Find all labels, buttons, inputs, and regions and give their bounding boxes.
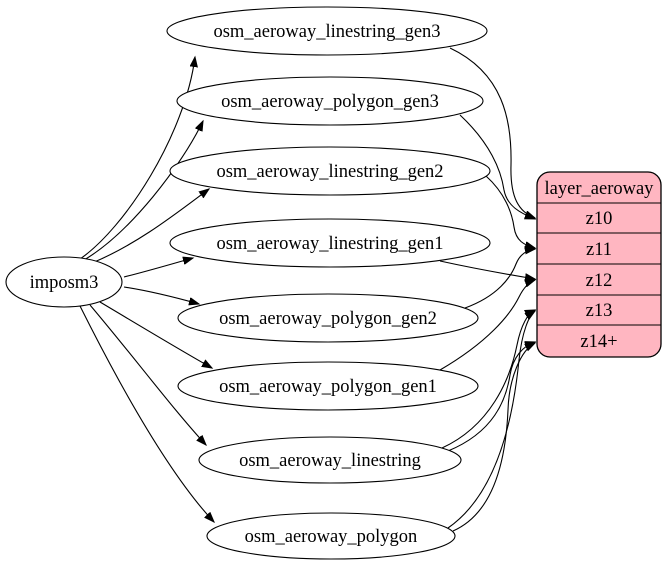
layer-row-z14: z14+ [580, 332, 617, 352]
table-node-label: osm_aeroway_linestring [239, 451, 421, 471]
edge-linestring-gen3-z10 [449, 47, 535, 219]
edge-imposm3-osm-aeroway-linestring-gen1 [123, 258, 193, 278]
layer-row-z10: z10 [586, 209, 613, 229]
source-node-imposm3: imposm3 [5, 256, 123, 308]
edge-linestring-gen1-z12 [439, 260, 535, 279]
table-node-label: osm_aeroway_polygon_gen2 [219, 309, 437, 329]
table-node-ellipse [198, 436, 462, 484]
edge-polygon-gen3-z10 [459, 114, 535, 219]
edge-imposm3-osm-aeroway-polygon-gen3 [83, 121, 203, 261]
table-node-ellipse [206, 512, 456, 560]
table-node-osm-aeroway-linestring-gen1: osm_aeroway_linestring_gen1 [169, 218, 491, 268]
table-node-osm-aeroway-polygon-gen1: osm_aeroway_polygon_gen1 [177, 361, 479, 411]
edge-polygon-gen2-z11 [464, 249, 535, 309]
table-node-label: osm_aeroway_polygon_gen1 [219, 377, 437, 397]
edge-polygon-z14 [452, 343, 535, 532]
table-node-ellipse [166, 6, 488, 56]
table-node-label: osm_aeroway_linestring_gen1 [216, 234, 443, 254]
table-node-ellipse [169, 146, 491, 196]
table-node-ellipse [177, 293, 479, 343]
table-node-ellipse [177, 361, 479, 411]
table-node-osm-aeroway-linestring-gen3: osm_aeroway_linestring_gen3 [166, 6, 488, 56]
edges-from-source [79, 57, 214, 522]
edge-imposm3-osm-aeroway-polygon [79, 305, 214, 522]
edge-linestring-gen2-z11 [485, 175, 535, 248]
source-node-label: imposm3 [30, 273, 99, 293]
layer-node-title: layer_aeroway [545, 179, 655, 199]
table-node-osm-aeroway-polygon-gen3: osm_aeroway_polygon_gen3 [176, 76, 484, 126]
edge-polygon-gen1-z12 [439, 280, 535, 371]
layer-row-z12: z12 [586, 271, 613, 291]
edge-imposm3-osm-aeroway-linestring [89, 304, 206, 445]
table-node-osm-aeroway-polygon-gen2: osm_aeroway_polygon_gen2 [177, 293, 479, 343]
table-node-osm-aeroway-linestring-gen2: osm_aeroway_linestring_gen2 [169, 146, 491, 196]
table-node-ellipse [176, 76, 484, 126]
edge-linestring-z14 [447, 342, 535, 452]
edge-imposm3-osm-aeroway-linestring-gen2 [91, 189, 209, 264]
layer-row-z11: z11 [586, 240, 612, 260]
table-node-label: osm_aeroway_linestring_gen2 [216, 162, 443, 182]
table-node-label: osm_aeroway_polygon_gen3 [221, 92, 439, 112]
table-node-label: osm_aeroway_linestring_gen3 [213, 22, 440, 42]
table-node-osm-aeroway-linestring: osm_aeroway_linestring [198, 436, 462, 484]
layer-node: layer_aeroway z10 z11 z12 z13 z14+ [536, 171, 662, 358]
source-node-ellipse [5, 256, 123, 308]
table-node-osm-aeroway-polygon: osm_aeroway_polygon [206, 512, 456, 560]
edge-imposm3-osm-aeroway-linestring-gen3 [79, 57, 195, 260]
edge-imposm3-osm-aeroway-polygon-gen1 [99, 301, 212, 368]
edges-to-layer [439, 47, 535, 532]
table-node-ellipse [169, 218, 491, 268]
edge-polygon-z13 [447, 311, 535, 529]
edge-imposm3-osm-aeroway-polygon-gen2 [123, 286, 199, 304]
table-node-label: osm_aeroway_polygon [245, 527, 418, 547]
layer-row-z13: z13 [586, 301, 613, 321]
